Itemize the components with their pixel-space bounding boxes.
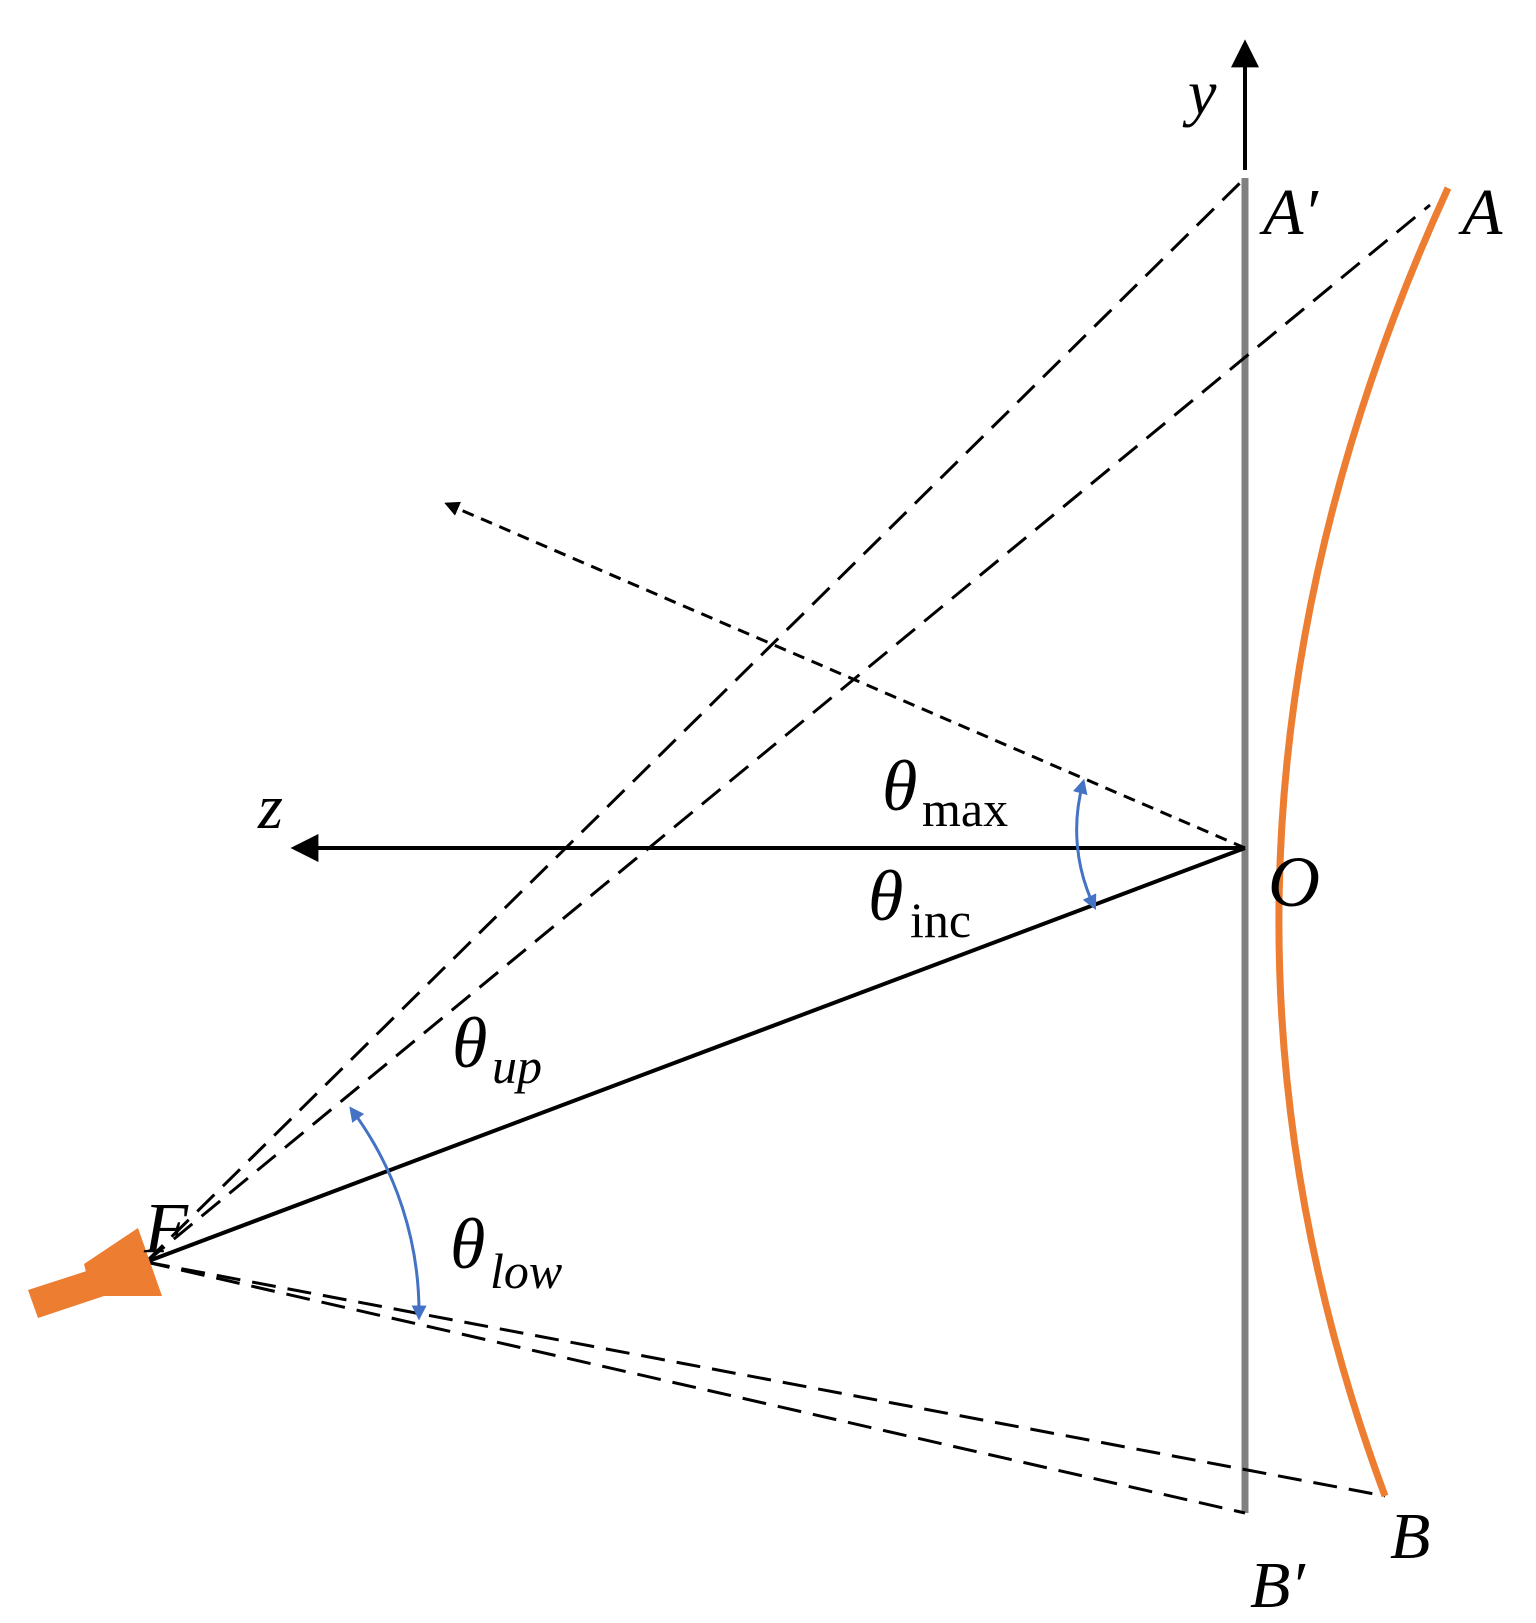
point-B-label: B bbox=[1390, 1500, 1430, 1573]
theta-inc-label: θ inc bbox=[868, 856, 971, 948]
ray-F-A-prime bbox=[144, 176, 1247, 1264]
origin-label: O bbox=[1268, 842, 1320, 922]
theta-up-symbol: θ bbox=[452, 1003, 487, 1083]
incident-line-F-O bbox=[145, 846, 1246, 1264]
theta-inc-symbol: θ bbox=[868, 856, 903, 936]
theta-max-symbol: θ bbox=[882, 746, 917, 826]
point-A-prime-label: A′ bbox=[1259, 176, 1319, 249]
theta-up-low-arc bbox=[349, 1106, 427, 1321]
dashed-rays bbox=[144, 176, 1431, 1515]
theta-low-subscript: low bbox=[490, 1243, 562, 1299]
ray-F-B-prime bbox=[145, 1260, 1246, 1515]
ray-F-B bbox=[145, 1260, 1386, 1498]
feed-point-label: F bbox=[143, 1188, 189, 1268]
z-axis-label: z bbox=[257, 771, 283, 842]
feed-horn-icon bbox=[28, 1228, 162, 1318]
y-axis-label: y bbox=[1182, 57, 1217, 128]
theta-up-subscript: up bbox=[492, 1038, 542, 1094]
theta-low-symbol: θ bbox=[450, 1204, 485, 1284]
reflector-curve bbox=[1275, 186, 1452, 1498]
reflected-ray bbox=[444, 501, 1246, 850]
theta-max-subscript: max bbox=[922, 781, 1008, 837]
point-B-prime-label: B′ bbox=[1250, 1549, 1306, 1622]
point-A-label: A bbox=[1458, 176, 1503, 249]
theta-up-label: θ up bbox=[452, 1003, 542, 1094]
theta-low-label: θ low bbox=[450, 1204, 562, 1299]
theta-inc-subscript: inc bbox=[910, 892, 971, 948]
theta-max-inc-arc bbox=[1072, 778, 1097, 911]
ray-F-A bbox=[145, 203, 1431, 1264]
theta-max-label: θ max bbox=[882, 746, 1008, 837]
